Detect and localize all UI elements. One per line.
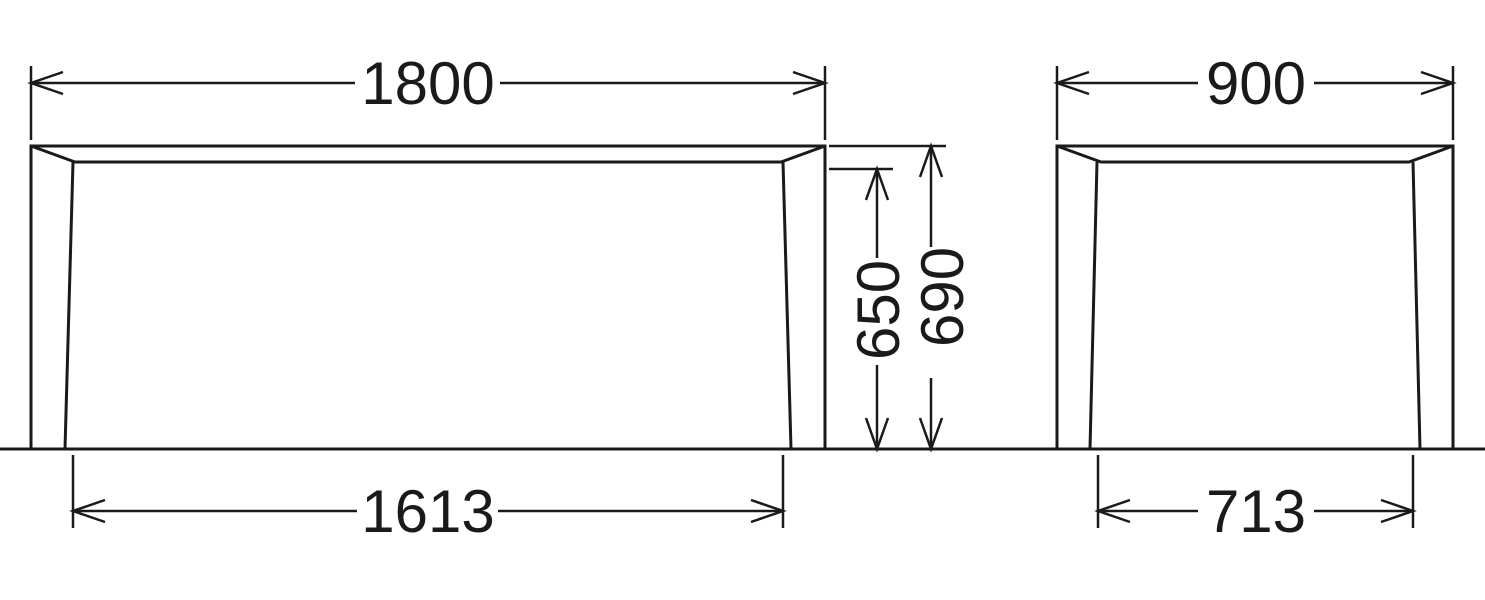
seat-height-label: 650 <box>845 260 912 360</box>
front-left-leg <box>63 161 75 450</box>
side-tabletop-chamfer <box>1056 144 1454 164</box>
front-tabletop <box>29 144 827 449</box>
dimension-total-height: 690 <box>829 142 976 453</box>
side-leg-span-label: 713 <box>1206 478 1306 545</box>
dimension-seat-height: 650 <box>829 165 912 453</box>
side-view-table <box>1055 144 1455 451</box>
side-tabletop <box>1055 144 1455 449</box>
front-width-label: 1800 <box>361 50 494 117</box>
total-height-label: 690 <box>909 247 976 347</box>
front-leg-span-label: 1613 <box>361 478 494 545</box>
front-view-table <box>29 144 827 450</box>
dimension-front-width: 1800 <box>27 50 829 140</box>
front-tabletop-chamfer <box>30 144 826 164</box>
side-right-leg <box>1411 161 1422 450</box>
dimension-side-depth: 900 <box>1053 50 1457 140</box>
side-left-leg <box>1088 161 1099 450</box>
dimension-front-leg-span: 1613 <box>69 455 787 545</box>
front-right-leg <box>781 161 793 450</box>
dimension-side-leg-span: 713 <box>1094 455 1417 545</box>
side-depth-label: 900 <box>1206 50 1306 117</box>
